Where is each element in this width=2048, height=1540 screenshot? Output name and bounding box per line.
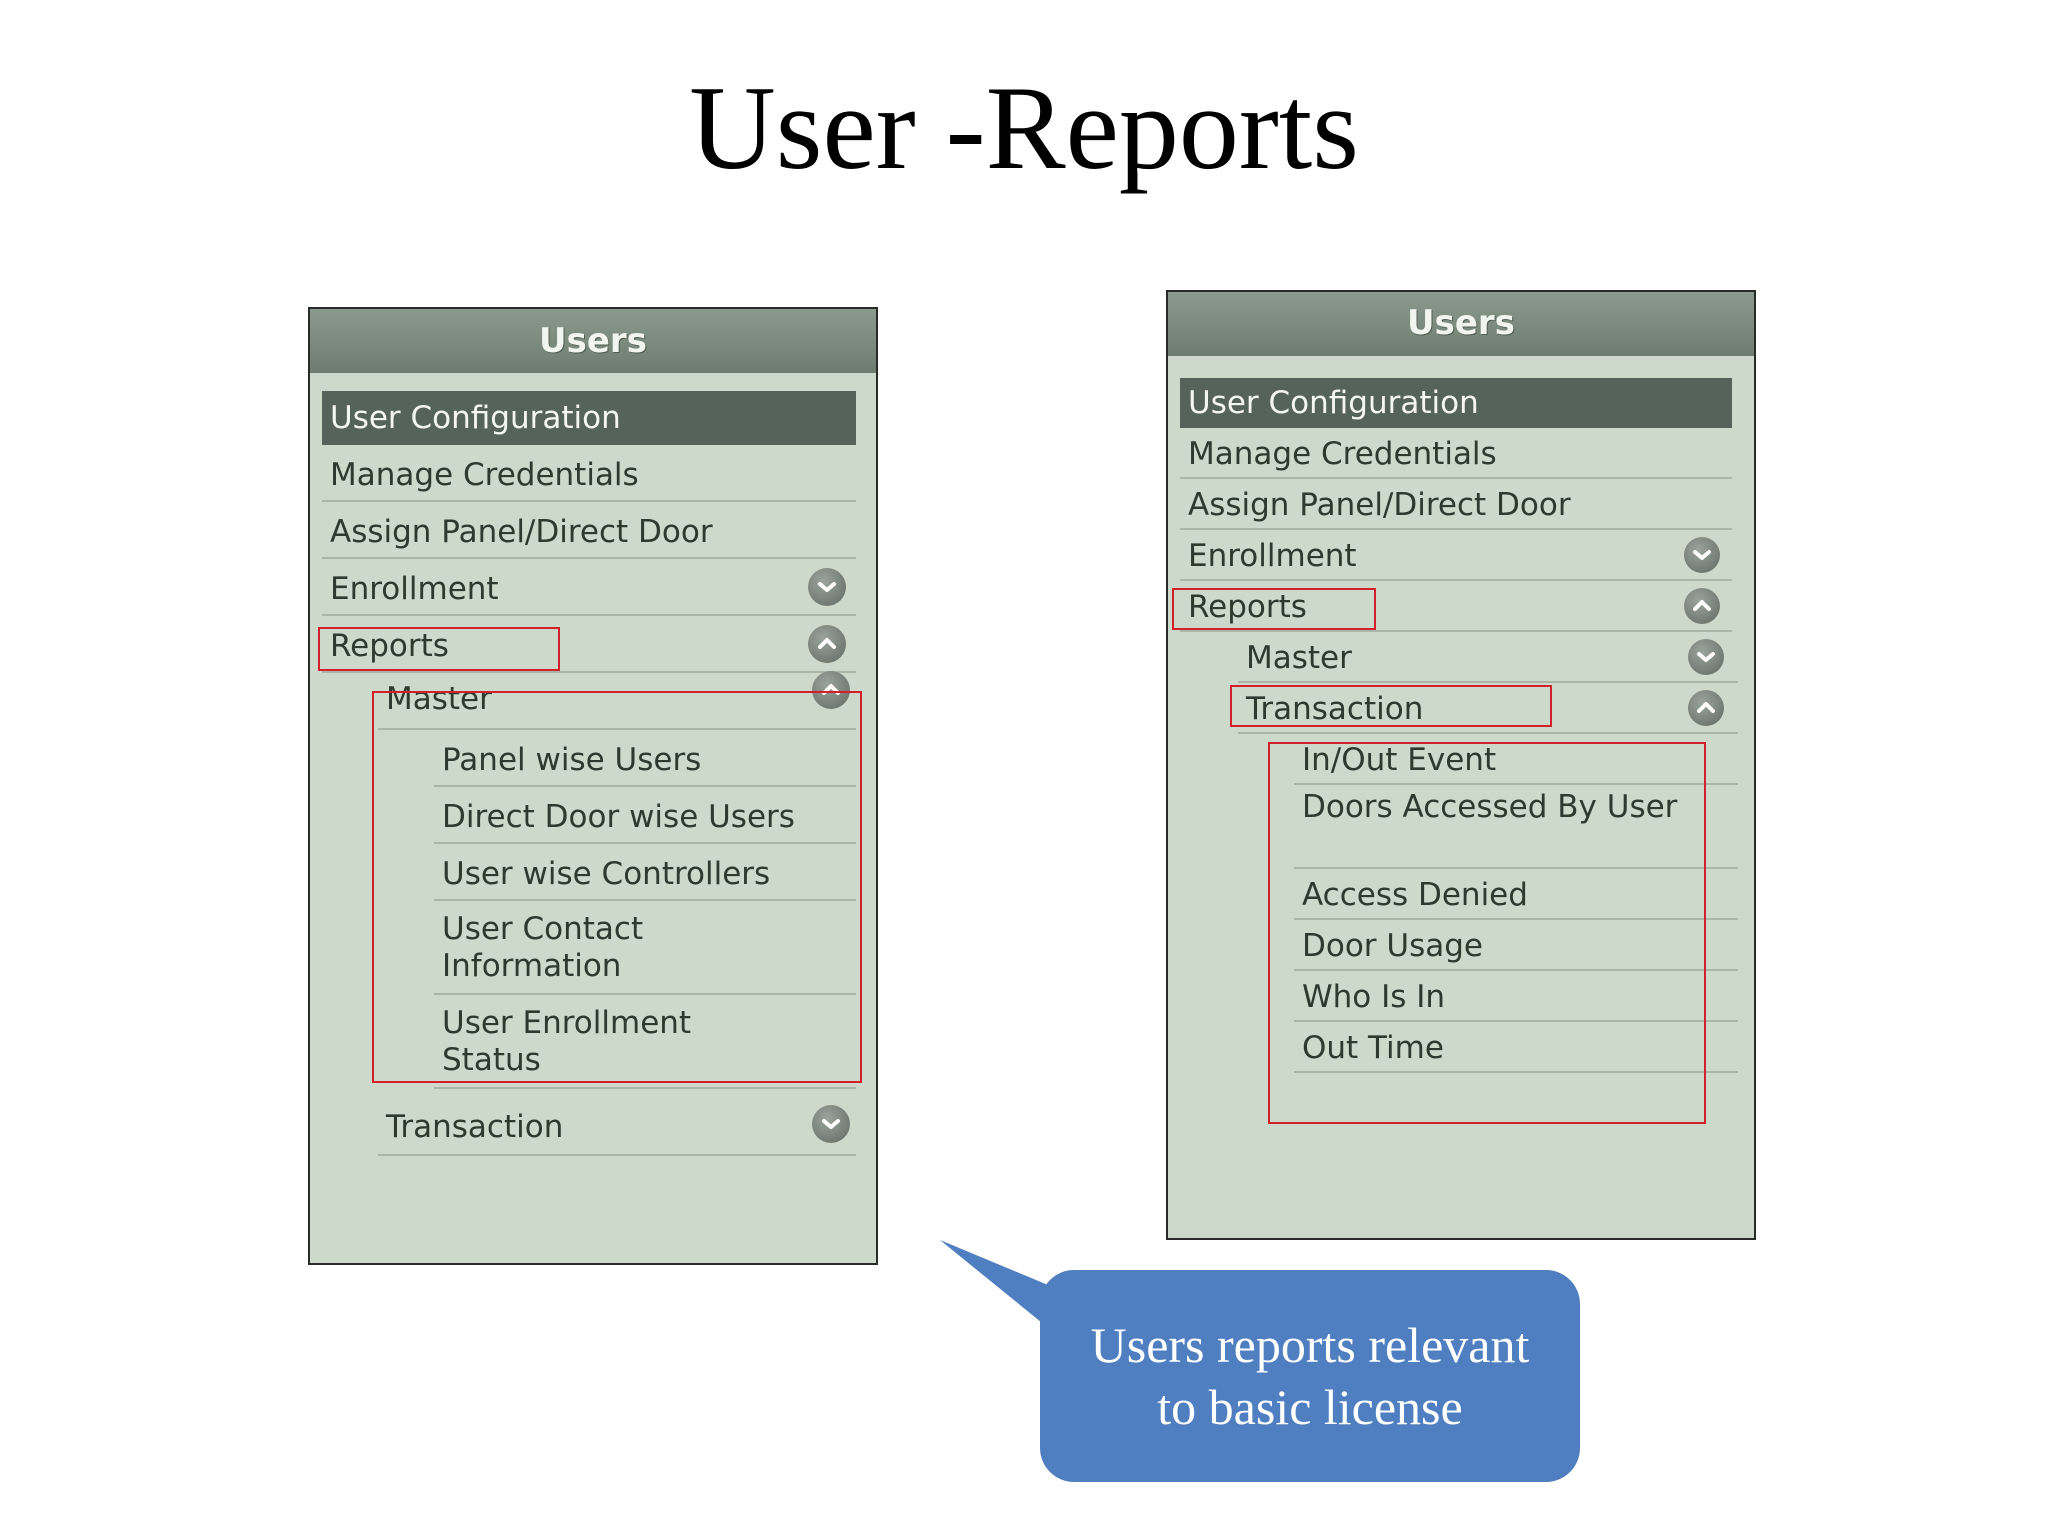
menu-item-label: Master xyxy=(386,681,492,717)
highlight-box-reports xyxy=(318,627,560,671)
menu-item-master[interactable]: Master xyxy=(1238,632,1738,683)
chevron-up-icon[interactable] xyxy=(1684,588,1720,624)
menu-item-label: User wise Controllers xyxy=(442,856,771,892)
menu-item-label: Assign Panel/Direct Door xyxy=(330,514,713,550)
chevron-up-icon[interactable] xyxy=(1688,690,1724,726)
menu-item-label: Master xyxy=(1246,640,1352,676)
menu-item-direct-door-wise-users[interactable]: Direct Door wise Users xyxy=(434,787,856,844)
menu-item-manage-credentials[interactable]: Manage Credentials xyxy=(322,445,856,502)
menu-item-enrollment[interactable]: Enrollment xyxy=(1180,530,1732,581)
slide-title: User -Reports xyxy=(689,61,1359,194)
menu-item-label: Manage Credentials xyxy=(330,457,639,493)
menu-item-door-usage[interactable]: Door Usage xyxy=(1294,920,1738,971)
users-menu-panel-left: Users User Configuration Manage Credenti… xyxy=(308,307,878,1265)
menu-item-panel-wise-users[interactable]: Panel wise Users xyxy=(434,730,856,787)
menu-item-reports[interactable]: Reports xyxy=(1180,581,1732,632)
menu-item-label: Panel wise Users xyxy=(442,742,702,778)
menu-item-label: User Configuration xyxy=(330,400,621,436)
menu-item-transaction[interactable]: Transaction xyxy=(378,1099,856,1156)
menu-item-master[interactable]: Master xyxy=(378,671,856,730)
menu-item-label: Who Is In xyxy=(1302,979,1446,1015)
panel-header: Users xyxy=(310,309,876,373)
callout-text: Users reports relevant to basic license xyxy=(1090,1317,1530,1435)
chevron-up-icon[interactable] xyxy=(808,625,846,663)
menu-item-user-configuration[interactable]: User Configuration xyxy=(1180,378,1732,428)
menu-item-label: Reports xyxy=(1188,589,1307,625)
menu-item-assign-panel[interactable]: Assign Panel/Direct Door xyxy=(1180,479,1732,530)
menu-item-user-configuration[interactable]: User Configuration xyxy=(322,391,856,445)
menu-item-user-wise-controllers[interactable]: User wise Controllers xyxy=(434,844,856,901)
chevron-down-icon[interactable] xyxy=(1684,537,1720,573)
chevron-down-icon[interactable] xyxy=(1688,639,1724,675)
highlight-box-reports xyxy=(1172,588,1376,630)
menu-item-label: User Contact Information xyxy=(442,911,644,984)
menu-item-enrollment[interactable]: Enrollment xyxy=(322,559,856,616)
menu-item-user-contact-information[interactable]: User Contact Information xyxy=(434,901,856,995)
menu-item-label: Enrollment xyxy=(330,571,499,607)
menu-item-reports[interactable]: Reports xyxy=(322,616,856,673)
highlight-box-transaction-reports xyxy=(1268,742,1706,1124)
menu-item-label: Transaction xyxy=(386,1109,564,1145)
menu-item-user-enrollment-status[interactable]: User Enrollment Status xyxy=(434,995,856,1089)
users-menu-panel-right: Users User Configuration Manage Credenti… xyxy=(1166,290,1756,1240)
menu-item-label: Reports xyxy=(330,628,449,664)
menu-item-access-denied[interactable]: Access Denied xyxy=(1294,869,1738,920)
menu-item-label: Transaction xyxy=(1246,691,1424,727)
chevron-down-icon[interactable] xyxy=(808,568,846,606)
menu-item-label: Door Usage xyxy=(1302,928,1483,964)
menu-item-label: Access Denied xyxy=(1302,877,1528,913)
panel-header: Users xyxy=(1168,292,1754,356)
menu-item-label: In/Out Event xyxy=(1302,742,1497,778)
menu-item-label: Direct Door wise Users xyxy=(442,799,795,835)
menu-item-in-out-event[interactable]: In/Out Event xyxy=(1294,734,1738,785)
callout-bubble: Users reports relevant to basic license xyxy=(1040,1270,1580,1482)
highlight-box-master-reports xyxy=(372,691,862,1083)
menu-item-label: Enrollment xyxy=(1188,538,1357,574)
chevron-up-icon[interactable] xyxy=(812,671,850,709)
highlight-box-transaction xyxy=(1230,685,1552,727)
chevron-down-icon[interactable] xyxy=(812,1105,850,1143)
menu-item-out-time[interactable]: Out Time xyxy=(1294,1022,1738,1073)
menu-item-doors-accessed-by-user[interactable]: Doors Accessed By User xyxy=(1294,785,1738,869)
menu-item-transaction[interactable]: Transaction xyxy=(1238,683,1738,734)
menu-item-label: Assign Panel/Direct Door xyxy=(1188,487,1571,523)
menu-item-who-is-in[interactable]: Who Is In xyxy=(1294,971,1738,1022)
menu-item-manage-credentials[interactable]: Manage Credentials xyxy=(1180,428,1732,479)
menu-item-label: Out Time xyxy=(1302,1030,1444,1066)
menu-item-label: User Configuration xyxy=(1188,385,1479,421)
menu-item-label: User Enrollment Status xyxy=(442,1005,692,1078)
menu-item-assign-panel[interactable]: Assign Panel/Direct Door xyxy=(322,502,856,559)
menu-item-label: Manage Credentials xyxy=(1188,436,1497,472)
menu-item-label: Doors Accessed By User xyxy=(1302,789,1678,825)
